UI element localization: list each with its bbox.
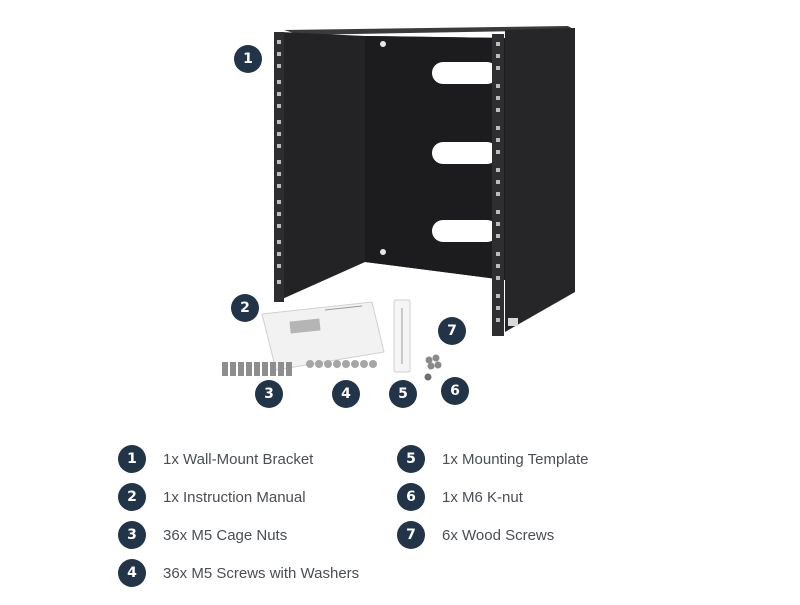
mounting-slot-middle [432,142,498,164]
left-rail-holes [277,40,281,284]
legend-label-7: 6x Wood Screws [442,526,555,544]
legend-badge-1: 1 [118,445,146,473]
legend-label-5: 1x Mounting Template [442,450,589,468]
callout-badge-2: 2 [231,294,259,322]
callout-badge-7: 7 [438,317,466,345]
screws-with-washers [306,360,377,368]
callout-badge-4: 4 [332,380,360,408]
keyhole-bottom [380,249,386,255]
manual-diagram [289,318,321,334]
legend-item-4: 4 36x M5 Screws with Washers [118,558,359,588]
legend-label-2: 1x Instruction Manual [163,488,306,506]
legend-item-1: 1 1x Wall-Mount Bracket [118,444,313,474]
wood-screws [425,354,442,370]
legend-label-6: 1x M6 K-nut [442,488,523,506]
right-rail-holes [496,42,500,322]
legend-item-2: 2 1x Instruction Manual [118,482,306,512]
bracket-left-rail [274,32,284,302]
callout-badge-3: 3 [255,380,283,408]
legend-badge-4: 4 [118,559,146,587]
mounting-slot-top [432,62,498,84]
cage-nuts [222,362,292,376]
callout-badge-6: 6 [441,377,469,405]
legend-badge-5: 5 [397,445,425,473]
bracket-right-side [505,28,575,332]
instruction-manual [261,301,385,371]
callout-badge-5: 5 [389,380,417,408]
legend-label-3: 36x M5 Cage Nuts [163,526,288,544]
product-label [508,318,518,326]
bracket-top-edge [284,26,575,35]
keyhole-top [380,41,386,47]
legend-item-5: 5 1x Mounting Template [397,444,588,474]
bracket-right-rail [492,34,504,336]
callout-badge-1: 1 [234,45,262,73]
legend-badge-3: 3 [118,521,146,549]
legend-item-7: 7 6x Wood Screws [397,520,554,550]
legend-badge-6: 6 [397,483,425,511]
legend-item-3: 3 36x M5 Cage Nuts [118,520,287,550]
mounting-slot-bottom [432,220,498,242]
legend-label-4: 36x M5 Screws with Washers [163,564,360,582]
legend-badge-7: 7 [397,521,425,549]
bracket-left-wall [280,32,365,300]
legend-item-6: 6 1x M6 K-nut [397,482,523,512]
manual-header-line [324,305,363,311]
legend-badge-2: 2 [118,483,146,511]
legend-label-1: 1x Wall-Mount Bracket [163,450,314,468]
k-nut [424,373,432,381]
